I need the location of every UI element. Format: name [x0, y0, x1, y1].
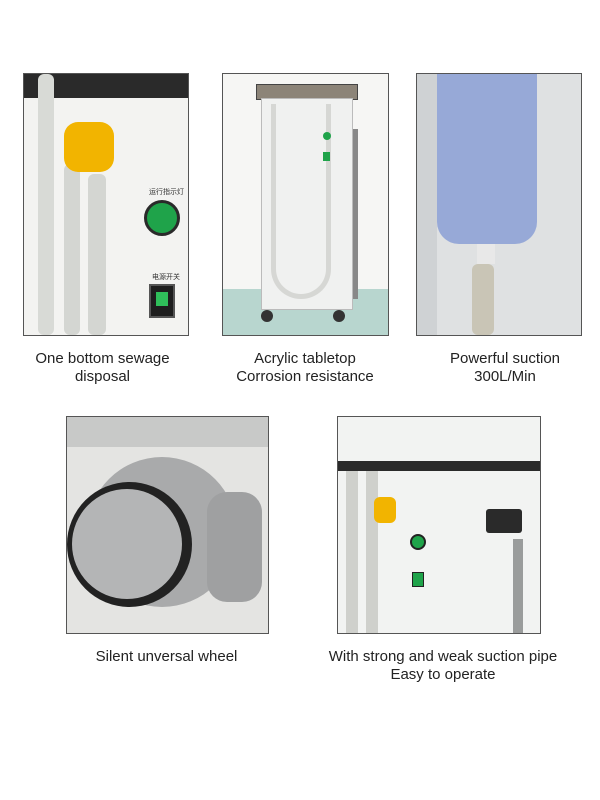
green-indicator-light: [323, 132, 331, 140]
hose: [346, 471, 358, 633]
caption-wheel: Silent unversal wheel: [66, 648, 267, 666]
tank-frame: [417, 74, 437, 335]
yellow-connector: [64, 122, 114, 172]
hose: [64, 164, 80, 335]
caption-sewage: One bottom sewage disposal: [10, 350, 195, 386]
caption-line: disposal: [74, 368, 131, 385]
caption-line: Easy to operate: [390, 666, 496, 683]
photo-cabinet-tabletop: [222, 73, 389, 336]
photo-universal-wheel: [66, 416, 269, 634]
hose: [271, 104, 331, 299]
green-indicator-light: [144, 200, 180, 236]
caption-line: One bottom sewage: [35, 350, 170, 367]
hose: [88, 174, 106, 335]
caption-line: Corrosion resistance: [236, 368, 374, 385]
drain-pipe: [353, 129, 358, 299]
photo-suction-pipes: [337, 416, 541, 634]
power-switch: [412, 572, 424, 587]
caption-line: With strong and weak suction pipe: [328, 648, 558, 665]
tank-outlet: [477, 244, 495, 264]
hose: [38, 74, 54, 335]
caption-suction-pipe: With strong and weak suction pipe Easy t…: [300, 648, 586, 684]
handle: [486, 509, 522, 533]
caption-suction: Powerful suction 300L/Min: [405, 350, 600, 386]
photo-sewage-disposal: 运行指示灯 电源开关: [23, 73, 189, 336]
hose: [472, 264, 494, 335]
caption-line: Powerful suction: [449, 350, 561, 367]
water-tank: [437, 74, 537, 244]
yellow-connector: [374, 497, 396, 523]
drain-pipe: [513, 539, 523, 633]
cabinet-base: [67, 417, 268, 447]
power-switch: [323, 152, 330, 161]
wheel: [333, 310, 345, 322]
brake-pedal: [207, 492, 262, 602]
caption-line: Acrylic tabletop: [254, 350, 356, 367]
photo-suction-tank: [416, 73, 582, 336]
tabletop: [338, 461, 540, 471]
power-switch: [149, 284, 175, 318]
green-indicator-light: [410, 534, 426, 550]
wheel: [261, 310, 273, 322]
caption-line: Silent unversal wheel: [95, 648, 238, 665]
wheel-hub: [72, 489, 182, 599]
panel-label: 运行指示灯: [149, 189, 184, 196]
hose: [366, 471, 378, 633]
caption-line: 300L/Min: [474, 368, 536, 385]
caption-tabletop: Acrylic tabletop Corrosion resistance: [205, 350, 405, 386]
panel-label: 电源开关: [152, 274, 180, 281]
